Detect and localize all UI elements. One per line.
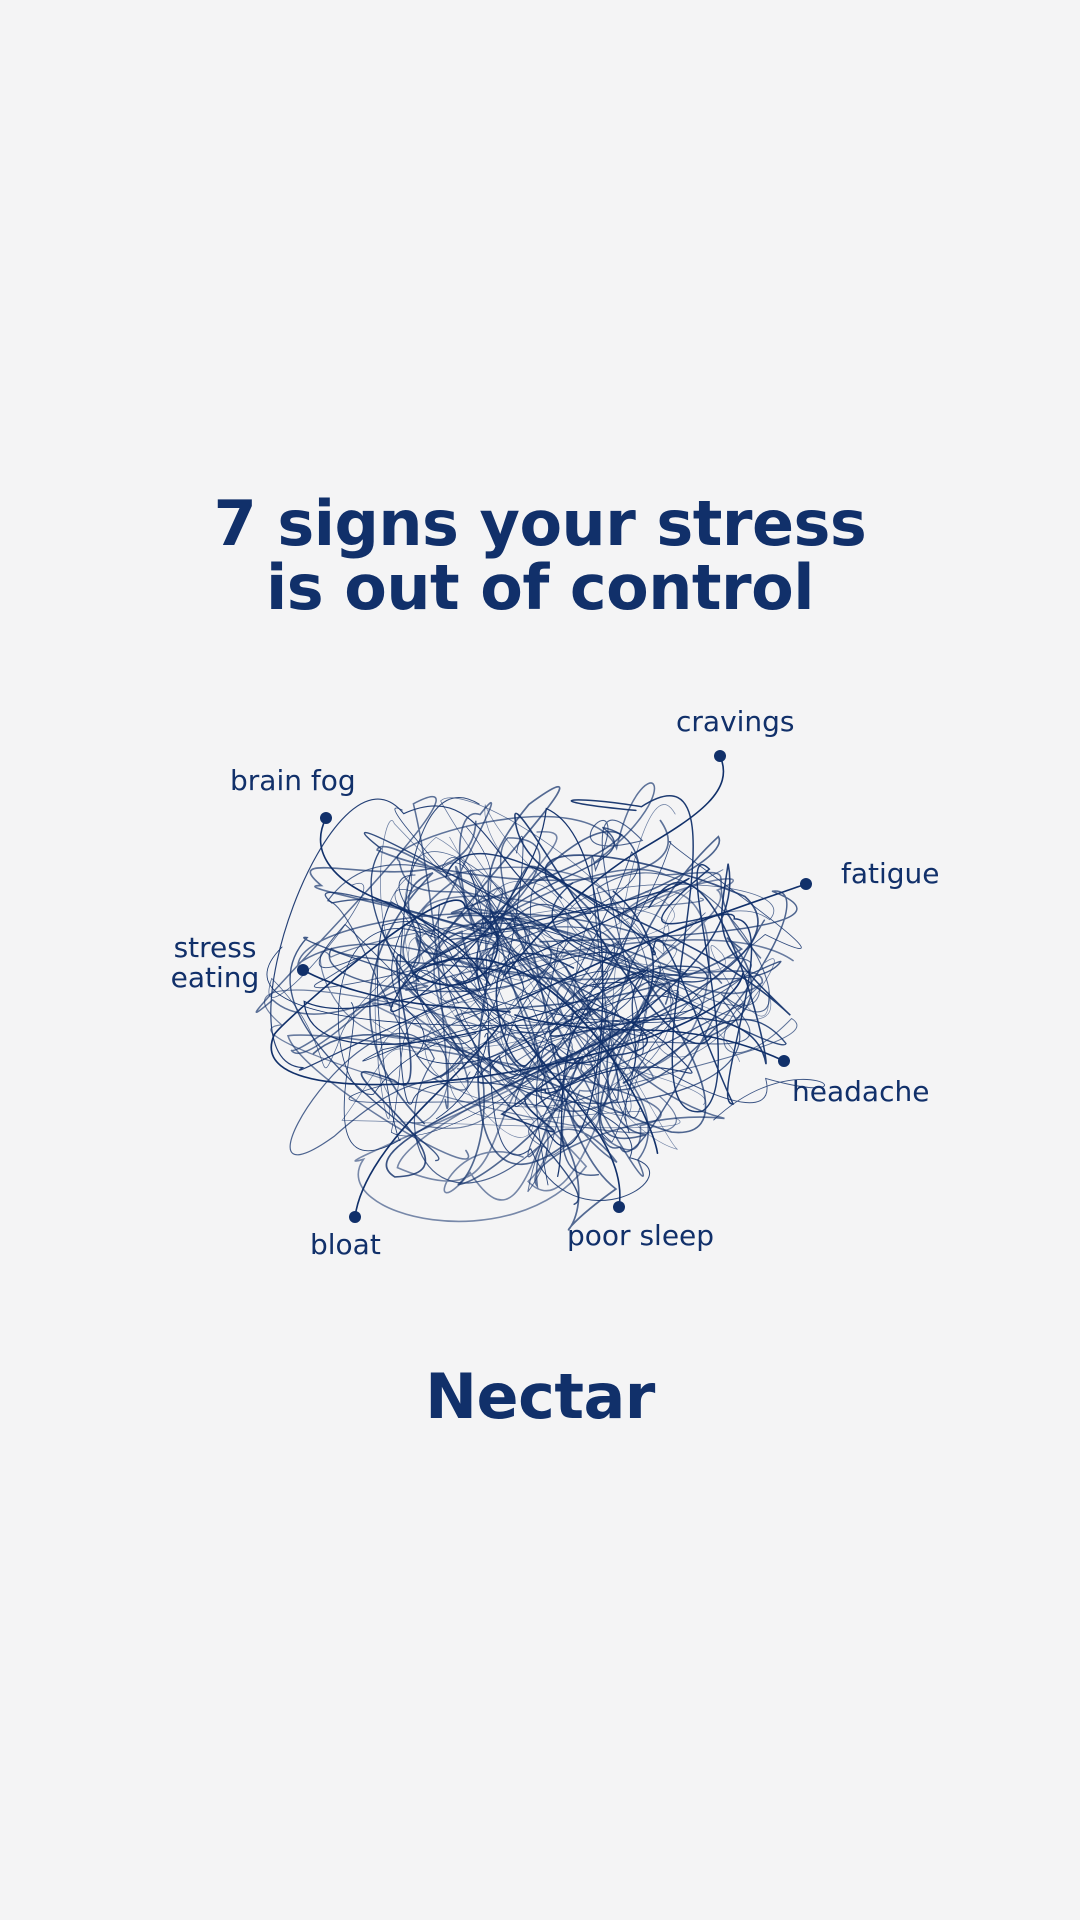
scribble-stroke: [445, 795, 753, 1113]
scribble-stroke: [432, 786, 618, 1231]
label-cravings: cravings: [676, 705, 795, 738]
scribble-stroke: [430, 801, 725, 1190]
scribble-stroke: [398, 797, 651, 1201]
scribble-stroke: [510, 907, 798, 1193]
dot-fatigue: [800, 878, 812, 890]
scribble-stroke: [309, 819, 669, 1112]
scribble-stroke: [415, 830, 721, 1139]
lead-line-poor-sleep: [514, 1024, 621, 1208]
dot-bloat: [349, 1211, 361, 1223]
scribble-stroke: [447, 914, 753, 1186]
scribble-stroke: [289, 826, 782, 1162]
dot-cravings: [714, 750, 726, 762]
scribble-stroke: [337, 835, 703, 1095]
scribble-stroke: [360, 854, 759, 1178]
label-stress-eating-line-2: eating: [170, 961, 260, 994]
scribble-stroke: [363, 832, 787, 1205]
dot-poor-sleep: [613, 1201, 625, 1213]
scribble-stroke: [270, 798, 693, 1107]
lead-line-fatigue: [519, 883, 807, 1001]
label-bloat: bloat: [310, 1228, 381, 1261]
scribble-stroke: [255, 796, 723, 1177]
tangled-lines: [255, 782, 825, 1231]
dot-stress-eating: [297, 964, 309, 976]
scribble-stroke: [408, 803, 772, 1106]
label-stress-eating: stress eating: [160, 933, 270, 993]
lead-line-stress-eating: [302, 969, 511, 1013]
lead-line-cravings: [504, 755, 725, 976]
headline-line-2: is out of control: [266, 551, 814, 624]
headline: 7 signs your stress is out of control: [0, 492, 1080, 620]
dot-brain-fog: [320, 812, 332, 824]
scribble-stroke: [415, 869, 825, 1121]
brand-logo: Nectar: [425, 1360, 655, 1433]
scribble-stroke: [289, 926, 674, 1184]
label-headache: headache: [792, 1075, 930, 1108]
scribble-stroke: [286, 930, 794, 1160]
label-stress-eating-line-1: stress: [173, 931, 257, 964]
label-poor-sleep: poor sleep: [567, 1219, 715, 1252]
label-dots: [297, 750, 812, 1223]
dot-headache: [778, 1055, 790, 1067]
label-brain-fog: brain fog: [230, 764, 356, 797]
lead-lines: [302, 755, 807, 1218]
scribble-stroke: [495, 881, 767, 1067]
lead-line-brain-fog: [319, 817, 491, 986]
headline-line-1: 7 signs your stress: [213, 487, 867, 560]
lead-line-bloat: [354, 1024, 501, 1218]
scribble-stroke: [343, 901, 608, 1186]
lead-line-headache: [514, 1014, 785, 1062]
label-fatigue: fatigue: [841, 857, 940, 890]
